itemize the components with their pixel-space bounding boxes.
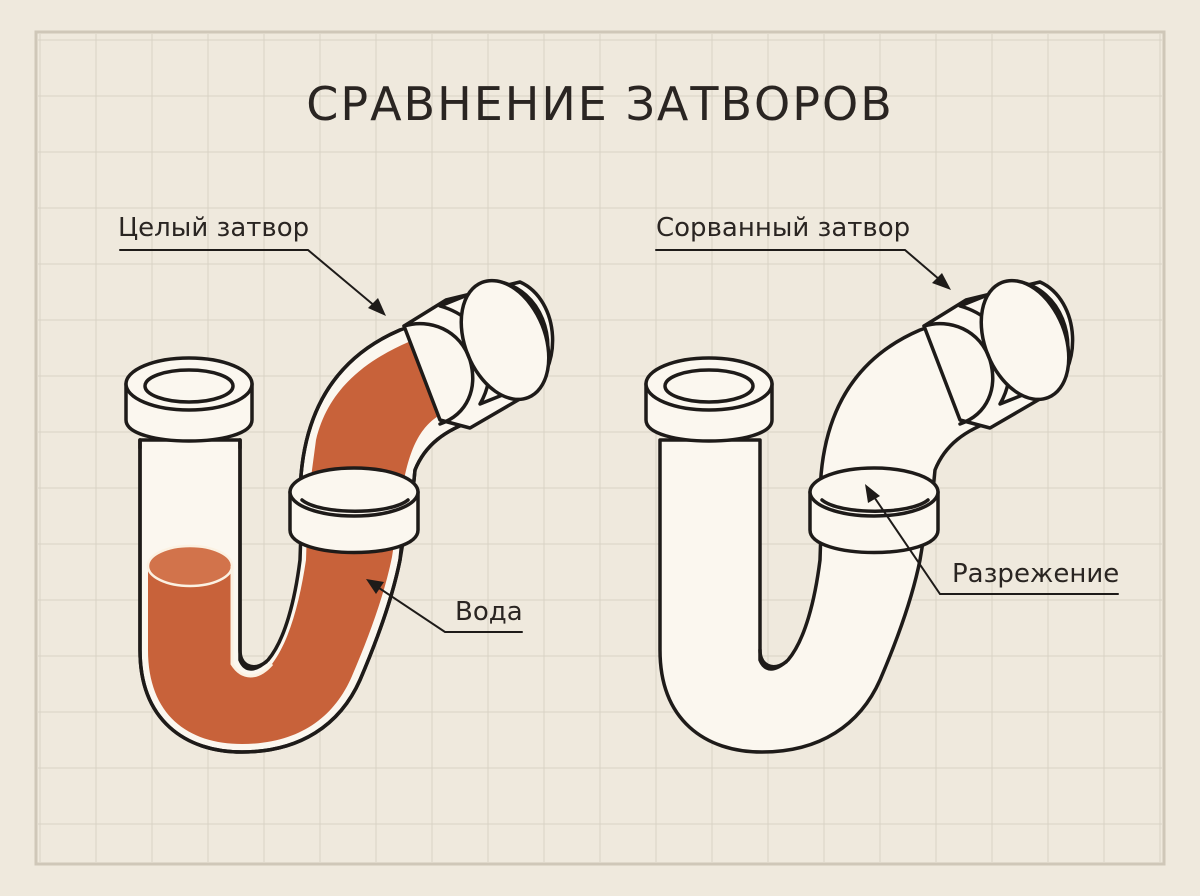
- diagram-title: СРАВНЕНИЕ ЗАТВОРОВ: [306, 77, 894, 131]
- callout-water: Вода: [366, 579, 523, 633]
- callout-broken-seal: Сорванный затвор: [655, 213, 951, 290]
- water-surface: [146, 544, 234, 588]
- intact-seal-label: Целый затвор: [118, 213, 309, 243]
- broken-coupling-ring: [808, 466, 940, 555]
- callout-vacuum: Разрежение: [865, 484, 1119, 595]
- broken-seal-label: Сорванный затвор: [656, 213, 910, 243]
- broken-trap: [644, 278, 1075, 754]
- intact-trap: [124, 278, 555, 754]
- broken-inlet-cap: [644, 356, 774, 443]
- intact-outlet: [402, 278, 555, 430]
- water-label: Вода: [455, 597, 523, 627]
- vacuum-label: Разрежение: [952, 559, 1119, 589]
- intact-coupling-ring: [288, 466, 420, 555]
- broken-outlet: [922, 278, 1075, 430]
- page-frame: [34, 30, 1166, 866]
- intact-inlet-cap: [124, 356, 254, 450]
- callout-intact-seal: Целый затвор: [118, 213, 386, 316]
